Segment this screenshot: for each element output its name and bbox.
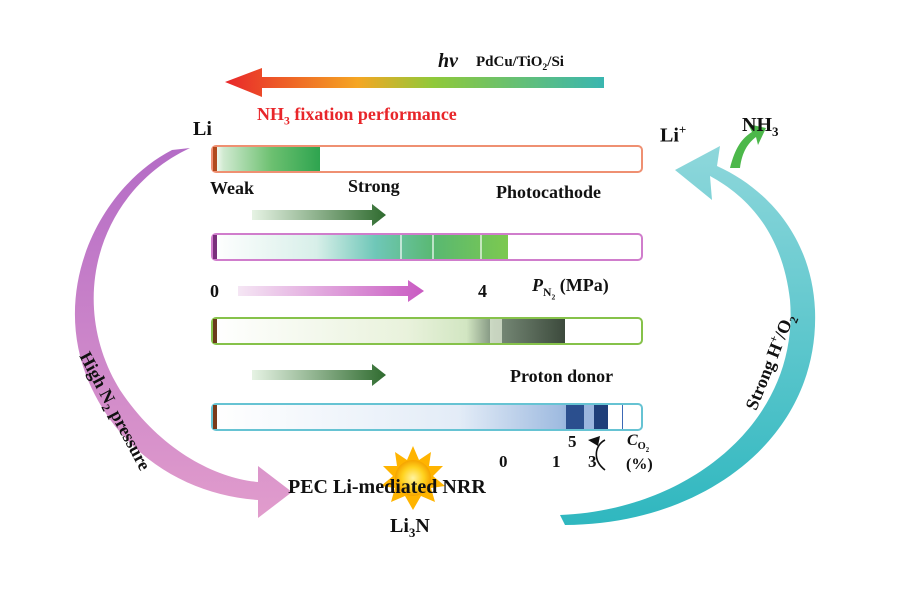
co2-tick-1: 1 xyxy=(552,452,561,471)
pn2-axis-label: PN2 (MPa) xyxy=(532,275,609,301)
weak-label: Weak xyxy=(210,178,255,198)
product-label: Li3N xyxy=(390,515,430,540)
pn2-min-label: 0 xyxy=(210,281,219,301)
nh3-label: NH3 xyxy=(742,114,779,139)
pn2-max-label: 4 xyxy=(478,281,487,301)
pressure-arrow xyxy=(238,280,424,302)
strong-label: Strong xyxy=(348,176,400,196)
reaction-label: PEC Li-mediated NRR xyxy=(288,476,486,498)
co2-tick-3: 3 xyxy=(588,452,597,471)
co2-pointer-head xyxy=(588,436,600,446)
performance-label: NH3 fixation performance xyxy=(257,104,457,128)
right-arc-arrow xyxy=(560,146,816,525)
hv-label: hv xyxy=(438,50,458,72)
photocathode-label: Photocathode xyxy=(496,182,601,202)
sun-icon xyxy=(381,446,445,510)
strong-arrow xyxy=(252,204,386,226)
catalyst-label: PdCu/TiO2/Si xyxy=(476,54,564,73)
co2-tick-0: 0 xyxy=(499,452,508,471)
co2-pointer xyxy=(595,439,606,471)
left-arc-arrow xyxy=(74,148,292,518)
co2-axis-label: CO2 xyxy=(627,432,650,455)
proton-donor-label: Proton donor xyxy=(510,366,614,386)
co2-bar xyxy=(211,403,643,431)
nh3-arrow xyxy=(730,124,766,168)
proton-bar xyxy=(211,317,643,345)
photocathode-bar xyxy=(211,145,643,173)
li-label: Li xyxy=(193,118,212,140)
pn2-bar xyxy=(211,233,643,261)
co2-tick-5: 5 xyxy=(568,432,577,451)
co2-unit-label: (%) xyxy=(626,456,653,473)
proton-arrow xyxy=(252,364,386,386)
top-gradient-arrow xyxy=(225,68,604,97)
li-plus-label: Li+ xyxy=(660,122,687,147)
